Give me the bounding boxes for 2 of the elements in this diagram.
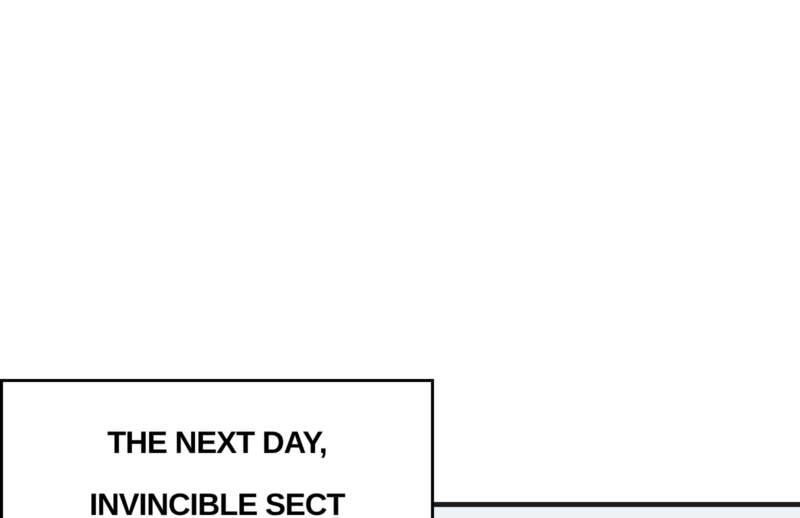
caption-text: THE NEXT DAY, INVINCIBLE SECT — [88, 424, 346, 518]
caption-box — [0, 379, 434, 518]
